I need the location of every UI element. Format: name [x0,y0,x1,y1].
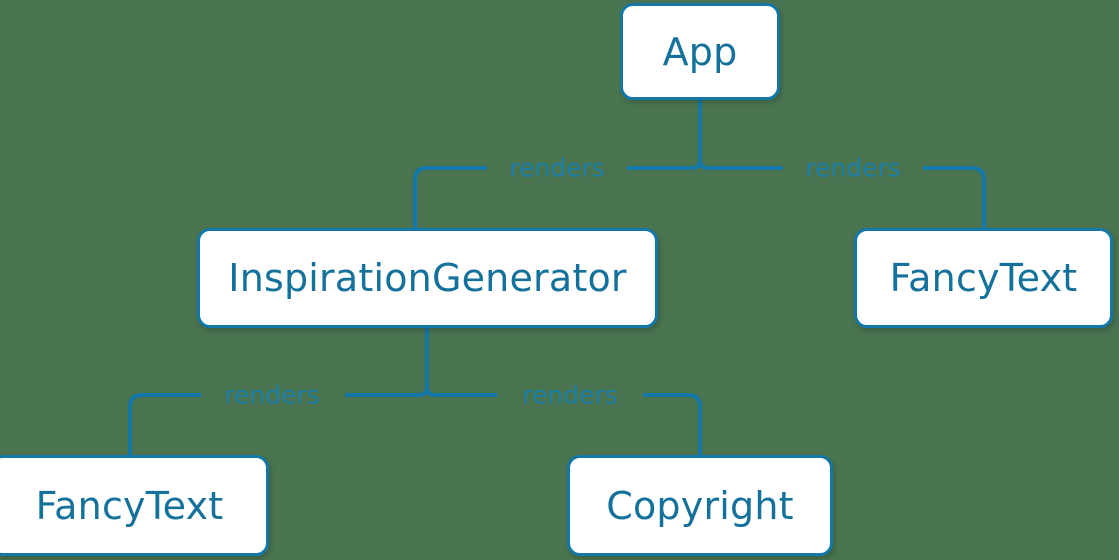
edge-label-app-to-inspiration-generator: renders [509,153,605,183]
node-copyright-label: Copyright [606,483,794,528]
node-app-label: App [662,29,738,74]
edge-label-inspiration-generator-to-fancytext-bottom: renders [224,380,320,410]
edge-label-app-to-fancytext-top: renders [805,153,901,183]
edge-inspiration-generator-to-copyright [425,386,702,455]
node-inspiration-generator[interactable]: InspirationGenerator [197,228,658,328]
edge-app-to-fancytext-top [698,159,986,228]
edge-label-inspiration-generator-to-copyright: renders [522,380,618,410]
node-fancytext-bottom-label: FancyText [35,483,224,528]
node-fancytext-top-label: FancyText [889,256,1078,300]
node-copyright[interactable]: Copyright [567,455,833,556]
node-fancytext-top[interactable]: FancyText [854,228,1113,328]
node-inspiration-generator-label: InspirationGenerator [228,256,627,300]
node-app[interactable]: App [620,3,780,100]
node-fancytext-bottom[interactable]: FancyText [0,455,269,556]
